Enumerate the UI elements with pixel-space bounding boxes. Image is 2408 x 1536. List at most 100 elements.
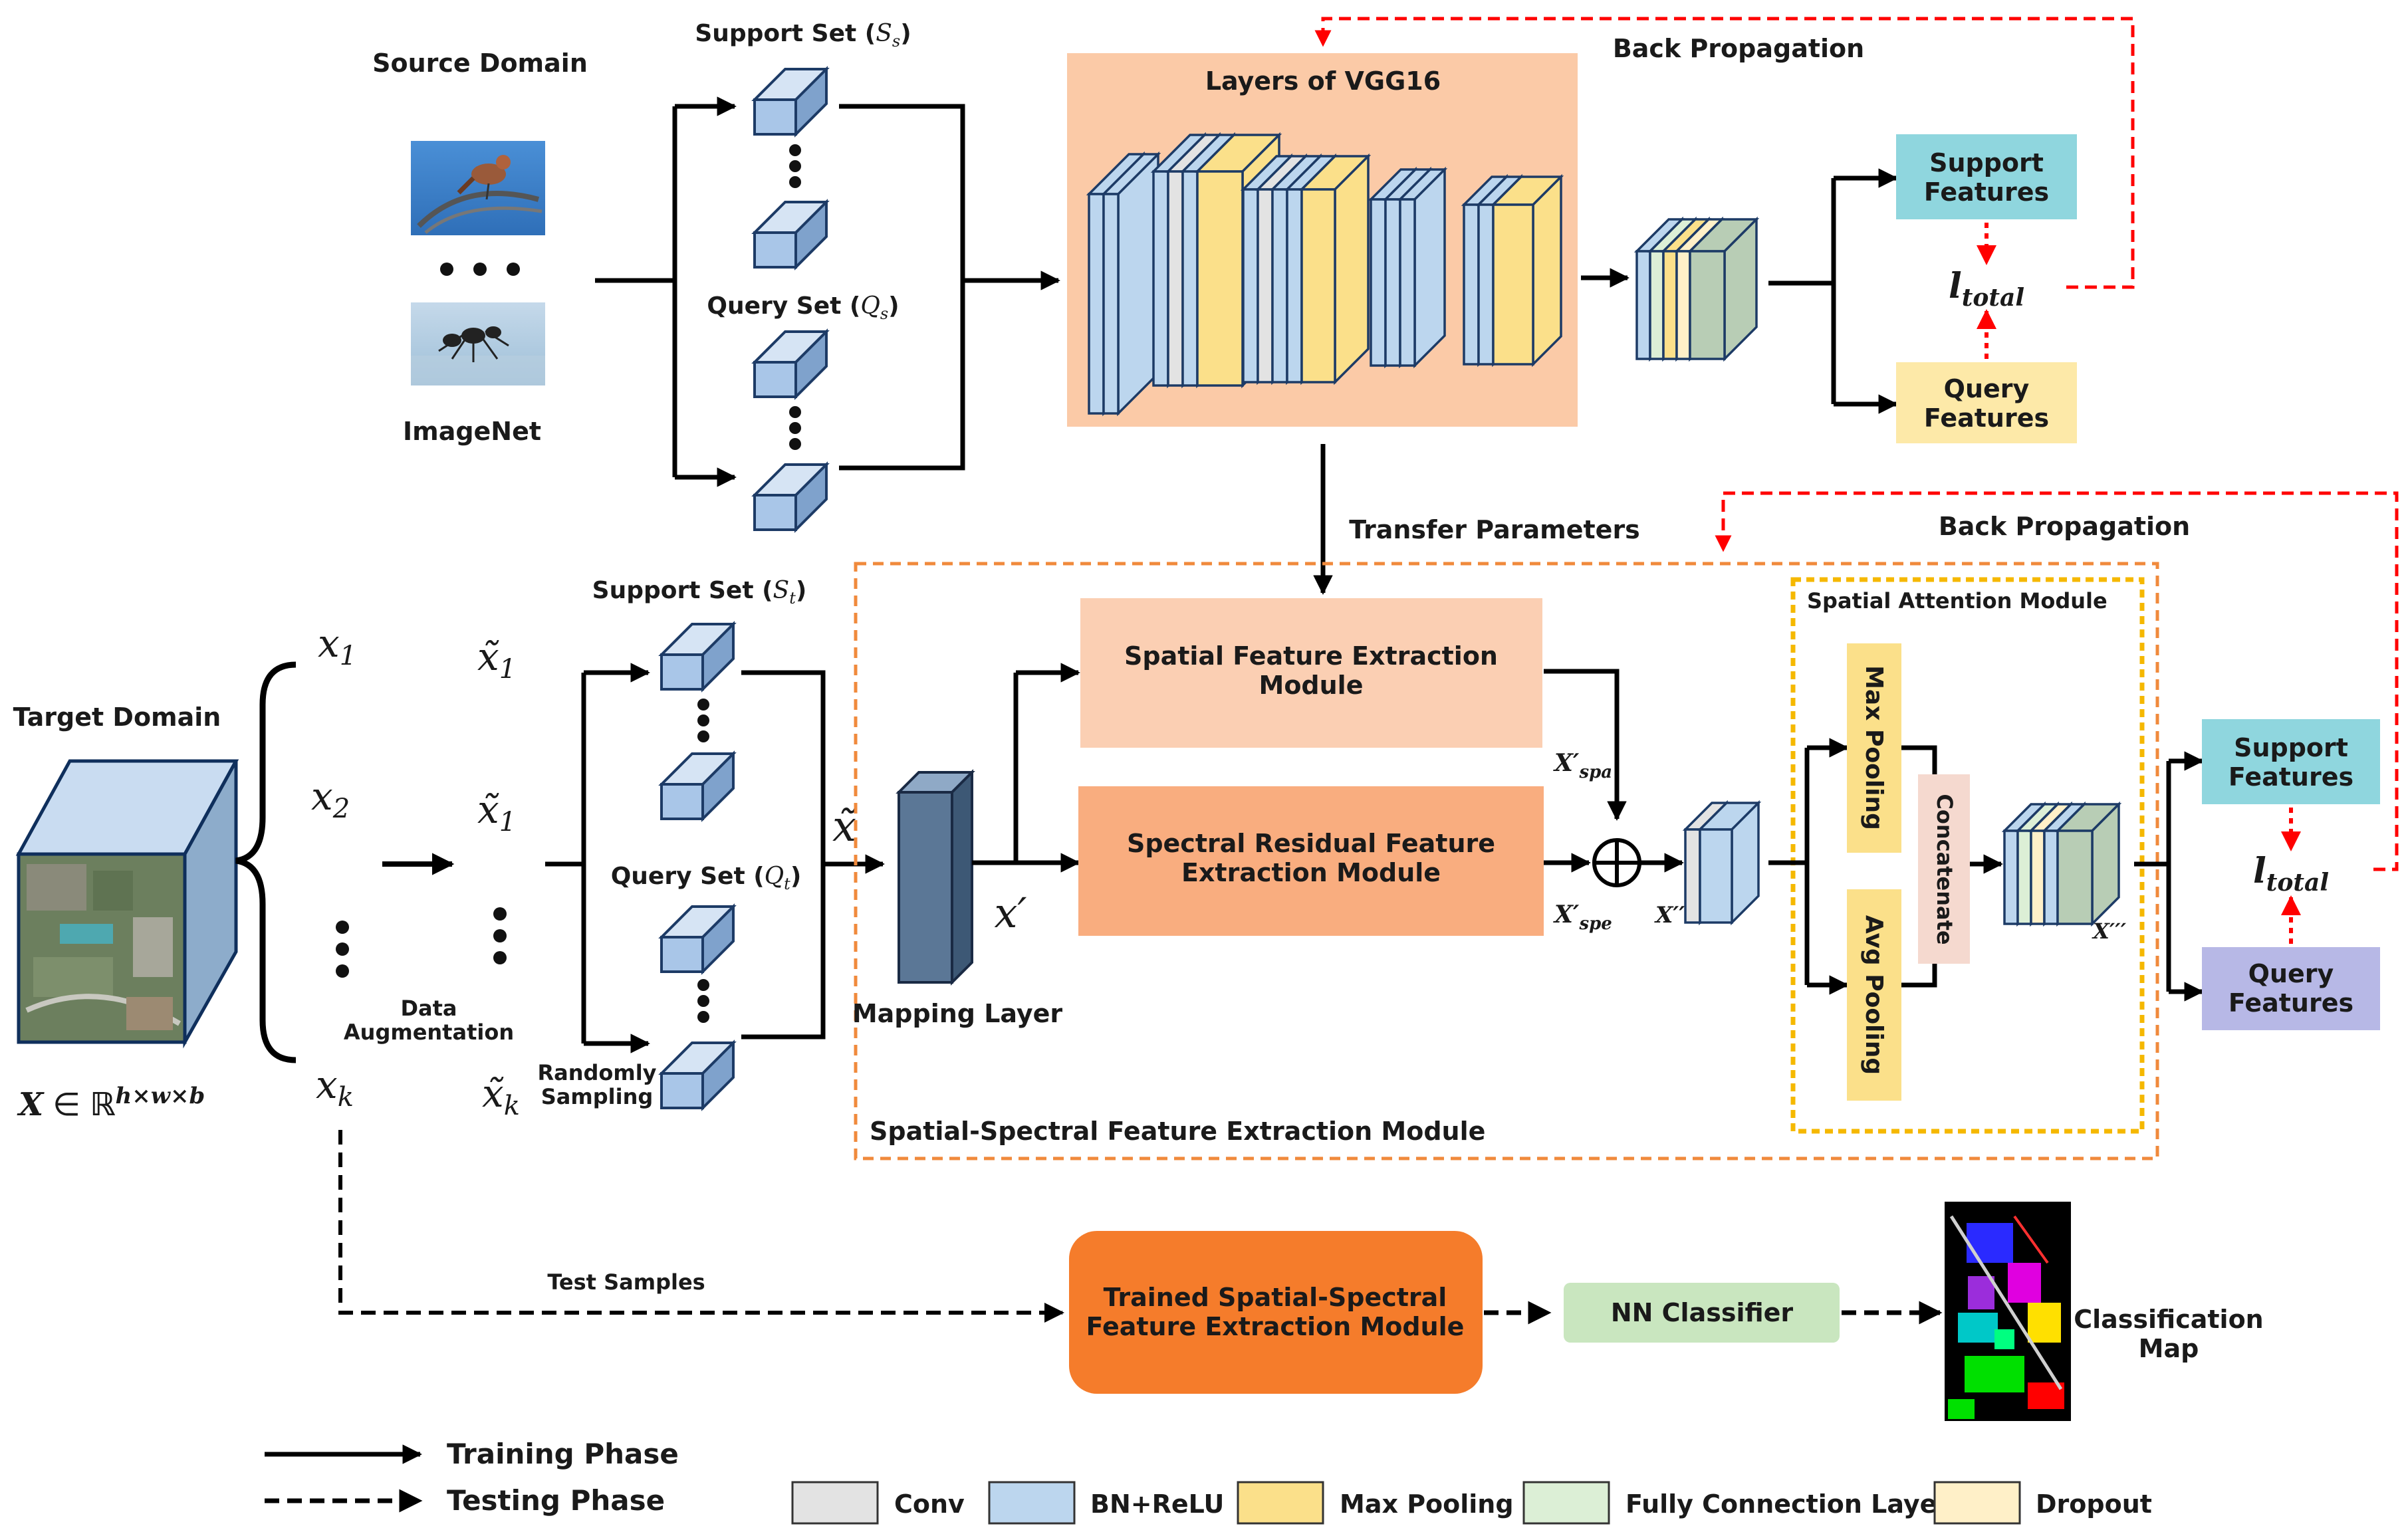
cube-front-face xyxy=(660,936,704,973)
nn-classifier-label: NN Classifier xyxy=(1611,1298,1794,1327)
layer-slab-front xyxy=(1300,188,1336,384)
nn-classifier-box xyxy=(1564,1283,1840,1343)
source-query-set-label: Query Set (Qs) xyxy=(707,292,899,323)
query-cube xyxy=(751,461,830,533)
layer-slab-front xyxy=(1286,188,1303,384)
sample-brace xyxy=(235,661,297,1063)
layer-slab-front xyxy=(1635,250,1651,360)
attention-fork xyxy=(1768,738,1849,995)
target-loss-total: ltotal xyxy=(2253,851,2329,897)
vertical-dots xyxy=(789,406,801,450)
source-loss-total: ltotal xyxy=(1949,266,2024,312)
layer-slab-front xyxy=(1492,203,1534,366)
vgg16-title: Layers of VGG16 xyxy=(1205,66,1441,96)
spatial-attention-module-title: Spatial Attention Module xyxy=(1807,588,2107,613)
training-phase-label: Training Phase xyxy=(447,1438,679,1470)
layer-slab-front xyxy=(1167,170,1184,387)
x-triple-prime-feature-block xyxy=(2001,801,2122,927)
target-domain-label: Target Domain xyxy=(13,703,221,732)
support-cube xyxy=(658,621,737,693)
x-spa-symbol: X′spa xyxy=(1553,749,1612,782)
support-cube xyxy=(658,750,737,822)
source-back-propagation-label: Back Propagation xyxy=(1613,34,1864,63)
layer-slab-front xyxy=(1271,188,1288,384)
layer-slab-front xyxy=(1662,250,1678,360)
concatenate-label: Concatenate xyxy=(1932,794,1957,944)
spatial-to-sum-arrow xyxy=(1544,669,1627,821)
vgg-output-fork xyxy=(1768,168,1898,414)
spatial-spectral-module-boundary xyxy=(854,562,2159,1160)
source-back-propagation-path xyxy=(1314,17,2135,289)
layer-slab-side xyxy=(1413,166,1446,369)
concatenate-box xyxy=(1918,774,1970,964)
x-tilde-symbol: x̃ xyxy=(832,802,857,851)
target-output-fork xyxy=(2134,751,2204,1002)
layer-slab-front xyxy=(2003,829,2019,925)
x-double-prime-feature-block xyxy=(1682,800,1762,926)
augmented-xk: x̃k xyxy=(482,1071,520,1121)
source-query-features-box xyxy=(1896,362,2077,443)
layer-slab-front xyxy=(1152,170,1169,387)
vertical-dots xyxy=(697,979,709,1023)
layer-slab-front xyxy=(1675,250,1691,360)
sample-x1: x1 xyxy=(318,621,356,671)
cube-front-face xyxy=(660,783,704,820)
vgg-output-feature-block xyxy=(1633,216,1760,362)
test-samples-path xyxy=(338,1130,1064,1323)
query-cube xyxy=(658,903,737,975)
pooling-to-concat-lines xyxy=(1901,745,1937,988)
vertical-dots xyxy=(789,144,801,188)
layer-slab-side xyxy=(1334,153,1370,385)
legend-label-bn-relu: BN+ReLU xyxy=(1090,1489,1224,1519)
spatial-feature-extraction-box xyxy=(1080,598,1542,748)
cube-front-face xyxy=(660,653,704,691)
x-triple-prime-symbol: X′′′ xyxy=(2092,919,2127,944)
mapping-layer-label: Mapping Layer xyxy=(852,999,1063,1028)
augmented-x1: x̃1 xyxy=(477,634,516,685)
legend-swatch-dropout xyxy=(1933,1481,2021,1525)
max-pooling-label: Max Pooling xyxy=(1860,665,1887,830)
cube-front-face xyxy=(753,98,797,136)
target-back-propagation-label: Back Propagation xyxy=(1939,512,2190,541)
mapping-layer-block xyxy=(896,769,975,986)
cube-front-face xyxy=(753,361,797,398)
source-domain-label: Source Domain xyxy=(372,49,588,78)
layer-slab-front xyxy=(2030,829,2046,925)
vertical-dots xyxy=(336,921,349,978)
layer-slab-front xyxy=(1370,198,1387,367)
source-merge-arrows xyxy=(839,104,1060,471)
legend-label-fully-connection: Fully Connection Layer xyxy=(1625,1489,1949,1519)
spectral-residual-extraction-box xyxy=(1078,786,1544,936)
layer-slab-front xyxy=(1257,188,1274,384)
query-cube xyxy=(658,1040,737,1111)
layer-slab-side xyxy=(1117,151,1159,417)
hsi-formula: X∈ℝh×w×b xyxy=(17,1083,205,1123)
layer-slab-front xyxy=(1477,203,1495,366)
layer-slab-front xyxy=(1649,250,1665,360)
x-prime-symbol: x′ xyxy=(994,889,1026,937)
mapping-fork xyxy=(972,663,1080,873)
layer-slab-front xyxy=(1242,188,1259,384)
support-cube xyxy=(751,199,830,271)
augmented-x1-second: x̃1 xyxy=(477,787,516,837)
target-query-set-label: Query Set (Qt) xyxy=(611,863,802,893)
layer-slab-front xyxy=(1384,198,1401,367)
vgg16-layer-stack xyxy=(1086,132,1564,417)
cube-front-face xyxy=(753,494,797,531)
target-back-propagation-path xyxy=(1715,491,2399,871)
imagenet-bird-image xyxy=(411,141,545,235)
source-support-features-box xyxy=(1896,134,2077,219)
test-samples-label: Test Samples xyxy=(547,1269,705,1295)
layer-slab-front xyxy=(1699,828,1733,924)
legend-swatch-bn-relu xyxy=(988,1481,1076,1525)
